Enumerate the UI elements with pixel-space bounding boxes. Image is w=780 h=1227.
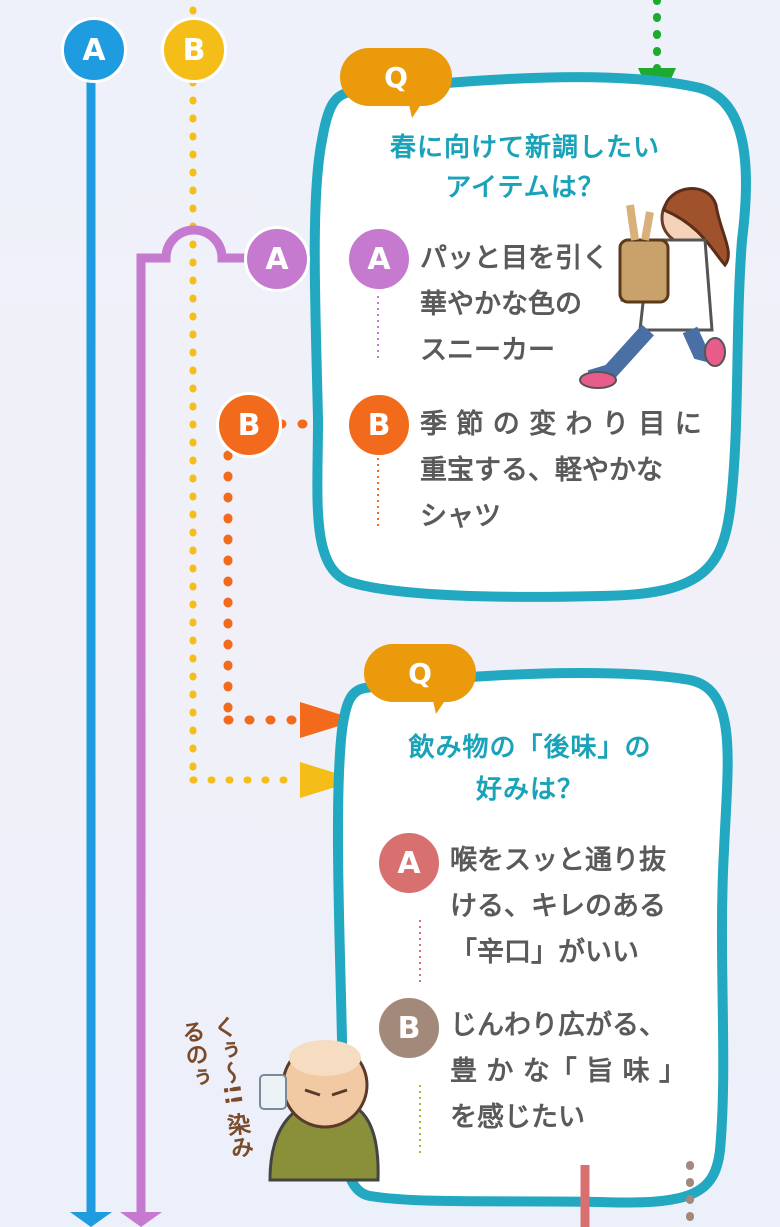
question2-option-b-line1: じんわり広がる、 xyxy=(450,1010,666,1041)
question1-option-a-line1: パッと目を引く xyxy=(420,243,609,274)
purple-path-line xyxy=(136,225,330,1215)
question2-title-line1: 飲み物の「後味」の xyxy=(408,733,652,763)
question1-option-a-text[interactable]: パッと目を引く 華やかな色の スニーカー xyxy=(420,236,630,374)
question2-option-b-text[interactable]: じんわり広がる、 豊 か な「 旨 味 」 を感じたい xyxy=(450,1003,700,1141)
woman-shopping-illustration xyxy=(579,187,730,389)
question2-tag: Q xyxy=(364,644,476,702)
question2-option-b-line3: を感じたい xyxy=(450,1102,585,1133)
question1-option-b-text[interactable]: 季 節 の 変 わ り 目 に 重宝する、軽やかな シャツ xyxy=(420,402,710,540)
question2-option-b-badge[interactable]: B xyxy=(376,995,442,1061)
question1-option-a-badge[interactable]: A xyxy=(346,226,412,292)
question1-tag: Q xyxy=(340,48,452,106)
path-b-start-label: B xyxy=(161,17,227,83)
question2-option-a-line2: ける、キレのある xyxy=(450,891,666,922)
question2-option-b-line2: 豊 か な「 旨 味 」 xyxy=(450,1056,686,1087)
question1-option-b-line2: 重宝する、軽やかな xyxy=(420,455,663,486)
question1-option-a-line2: 華やかな色の xyxy=(420,289,582,320)
orange-path-arrow xyxy=(300,702,358,738)
path-a-start-label: A xyxy=(61,17,127,83)
question1-option-b-line1: 季 節 の 変 わ り 目 に xyxy=(420,409,702,440)
question1-title-line2: アイテムは？ xyxy=(445,173,605,203)
question2-option-a-text[interactable]: 喉をスッと通り抜 ける、キレのある 「辛口」がいい xyxy=(450,838,700,976)
question2-option-a-badge[interactable]: A xyxy=(376,830,442,896)
path-b-arrow xyxy=(300,762,358,798)
question1-option-a-line3: スニーカー xyxy=(420,335,555,366)
question2-bubble xyxy=(332,668,733,1208)
question1-option-b-badge[interactable]: B xyxy=(346,392,412,458)
purple-path-arrow xyxy=(120,1212,162,1227)
question2-option-a-line1: 喉をスッと通り抜 xyxy=(450,845,666,876)
connector-b-label: B xyxy=(216,392,282,458)
question1-option-b-line3: シャツ xyxy=(420,501,501,532)
question1-title-line1: 春に向けて新調したい xyxy=(389,133,660,163)
question2-option-a-line3: 「辛口」がいい xyxy=(450,937,639,968)
connector-a-label: A xyxy=(244,226,310,292)
question1-bubble xyxy=(309,72,751,602)
path-a-arrow xyxy=(70,1212,112,1227)
question2-title-line2: 好みは？ xyxy=(475,775,584,805)
old-man-illustration xyxy=(259,1040,380,1182)
